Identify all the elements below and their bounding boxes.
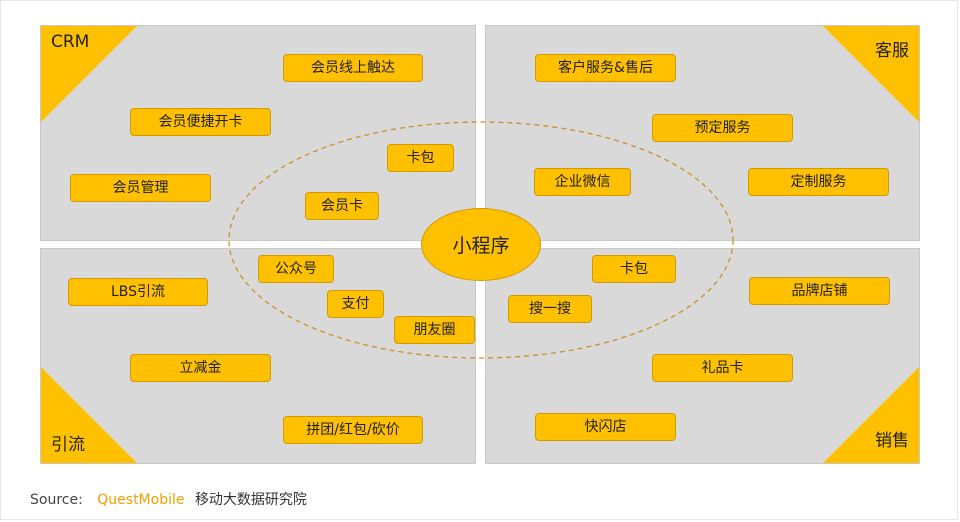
crm-card-wallet-pill: 卡包 [387,144,454,172]
service-after-sales-pill: 客户服务&售后 [535,54,676,82]
crm-quick-card-pill: 会员便捷开卡 [130,108,271,136]
crm-quadrant-label: CRM [51,32,90,52]
traffic-public-account-pill: 公众号 [258,255,334,283]
service-custom-pill: 定制服务 [748,168,889,196]
sales-search-pill: 搜一搜 [508,295,592,323]
crm-member-mgmt-pill: 会员管理 [70,174,211,202]
source-line: Source: QuestMobile 移动大数据研究院 [30,489,307,509]
crm-corner-triangle [41,26,137,122]
sales-quadrant-label: 销售 [875,431,909,451]
sales-card-wallet-pill: 卡包 [592,255,676,283]
traffic-discount-pill: 立减金 [130,354,271,382]
traffic-corner-triangle [41,367,137,463]
crm-member-card-pill: 会员卡 [305,192,379,220]
service-quadrant-label: 客服 [875,41,909,61]
source-org: 移动大数据研究院 [194,492,307,508]
traffic-payment-pill: 支付 [327,290,384,318]
service-corner-triangle [823,26,919,122]
sales-gift-card-pill: 礼品卡 [652,354,793,382]
traffic-quadrant-label: 引流 [51,435,85,455]
crm-online-reach-pill: 会员线上触达 [283,54,423,82]
service-wecom-pill: 企业微信 [534,168,631,196]
source-brand: QuestMobile [97,492,185,508]
sales-corner-triangle [823,367,919,463]
sales-brand-store-pill: 品牌店铺 [749,277,890,305]
traffic-group-buy-pill: 拼团/红包/砍价 [283,416,423,444]
traffic-moments-pill: 朋友圈 [394,316,475,344]
service-booking-pill: 预定服务 [652,114,793,142]
source-label: Source: [30,492,83,508]
center-label: 小程序 [452,235,510,257]
mini-program-center: 小程序 [421,208,541,281]
traffic-lbs-pill: LBS引流 [68,278,208,306]
sales-popup-store-pill: 快闪店 [535,413,676,441]
